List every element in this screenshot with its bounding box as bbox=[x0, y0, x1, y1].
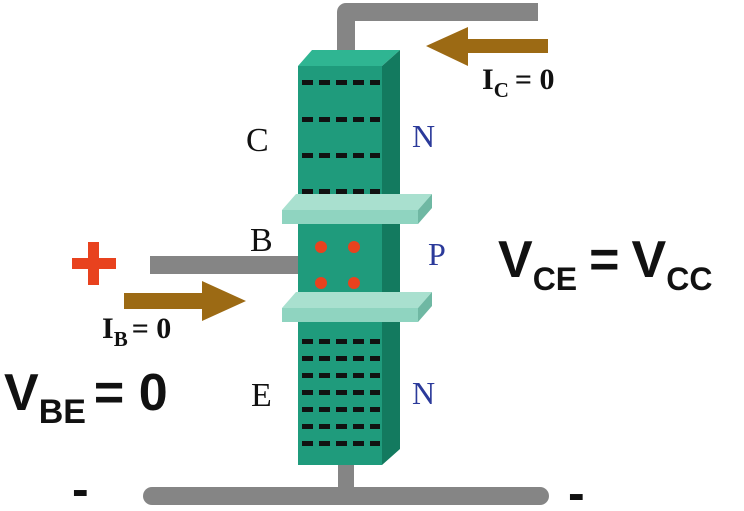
emitter-region bbox=[298, 306, 400, 465]
vce-equals: = bbox=[589, 231, 619, 289]
collector-side-face bbox=[382, 50, 400, 211]
vcc-symbol: V bbox=[632, 231, 667, 289]
collector-electrons bbox=[302, 80, 380, 194]
bottom-left-minus-sign: - bbox=[72, 461, 89, 511]
be-junction-plate bbox=[282, 292, 432, 322]
vbe-value: = 0 bbox=[94, 364, 168, 422]
ib-subscript: B bbox=[114, 327, 128, 351]
collector-current-label: IC= 0 bbox=[482, 63, 554, 102]
vbe-label: VBE= 0 bbox=[4, 364, 168, 431]
vcc-subscript: CC bbox=[666, 261, 712, 297]
base-current-label: IB= 0 bbox=[102, 312, 171, 351]
ic-symbol: I bbox=[482, 63, 494, 96]
vce-label: VCE=VCC bbox=[498, 231, 712, 297]
base-label: B bbox=[250, 222, 273, 259]
ic-value: = 0 bbox=[515, 63, 555, 96]
vce-subscript: CE bbox=[533, 261, 577, 297]
base-side-face bbox=[382, 210, 400, 312]
base-holes bbox=[315, 241, 360, 289]
cb-junction-plate bbox=[282, 194, 432, 224]
ib-symbol: I bbox=[102, 312, 114, 345]
vce-symbol: V bbox=[498, 231, 533, 289]
collector-front-face bbox=[298, 66, 382, 211]
vbe-subscript: BE bbox=[39, 393, 86, 431]
collector-doping-label: N bbox=[412, 118, 435, 154]
emitter-label: E bbox=[251, 377, 272, 414]
base-current-arrow bbox=[124, 281, 246, 321]
emitter-side-face bbox=[382, 306, 400, 465]
emitter-electrons bbox=[302, 339, 380, 446]
collector-label: C bbox=[246, 122, 269, 159]
collector-region bbox=[298, 50, 400, 211]
ib-value: = 0 bbox=[132, 312, 172, 345]
collector-top-face bbox=[298, 50, 400, 66]
base-doping-label: P bbox=[428, 236, 446, 272]
emitter-doping-label: N bbox=[412, 375, 435, 411]
plus-sign bbox=[72, 242, 116, 285]
collector-wire bbox=[337, 3, 538, 64]
vbe-symbol: V bbox=[4, 364, 39, 422]
bottom-right-minus-sign: - bbox=[568, 465, 585, 511]
ic-subscript: C bbox=[494, 78, 509, 102]
collector-current-arrow bbox=[426, 27, 548, 66]
